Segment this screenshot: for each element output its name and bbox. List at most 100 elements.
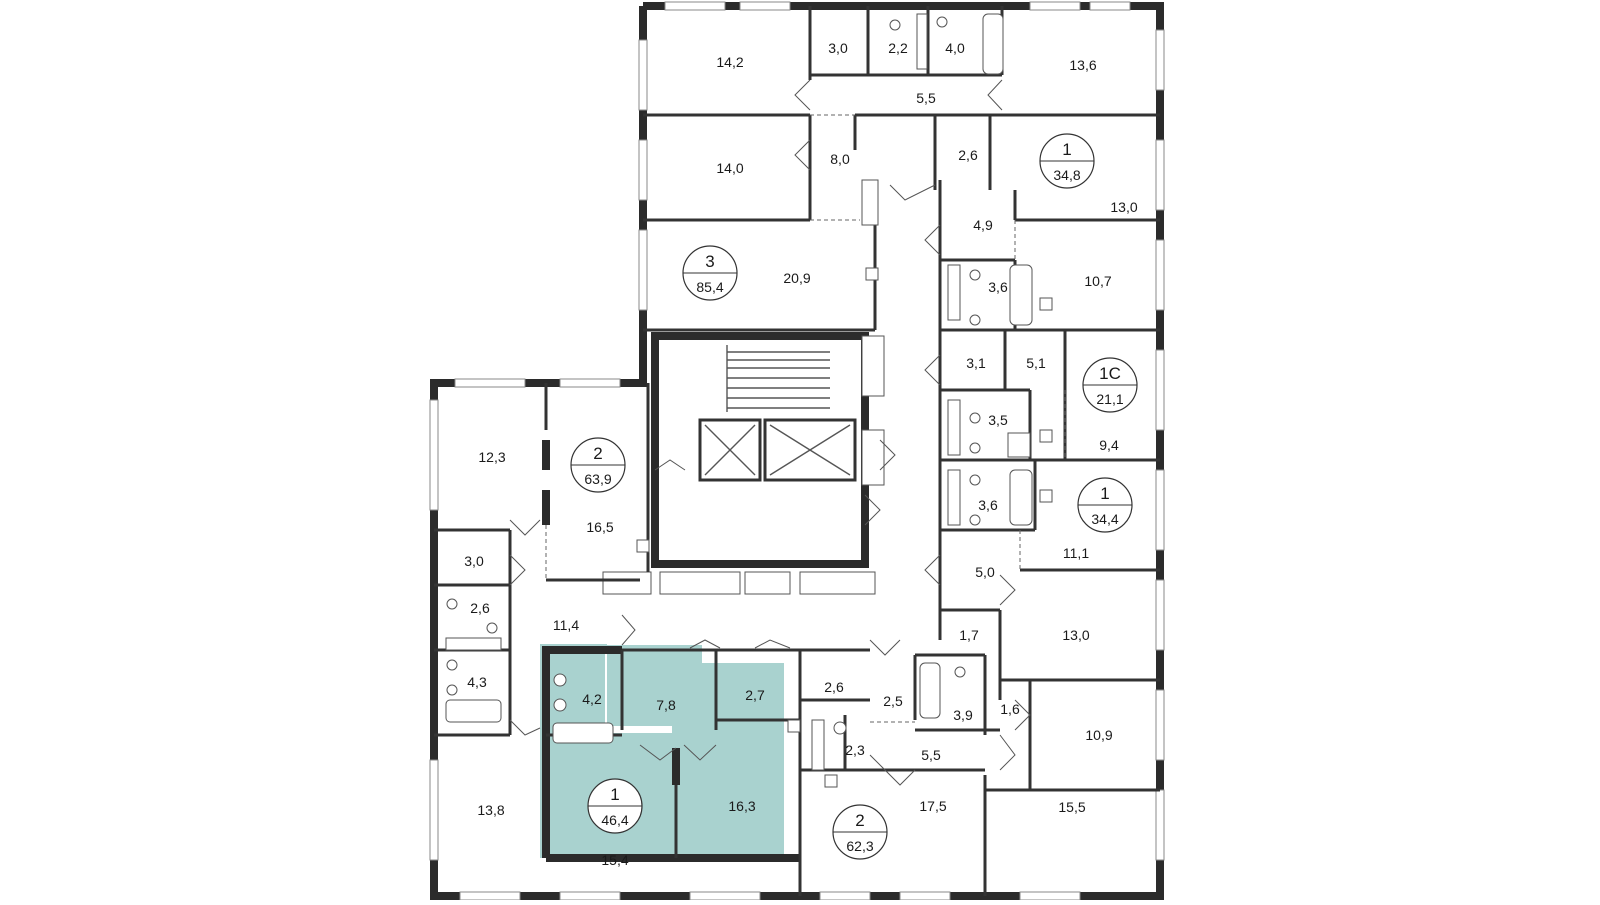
toilet xyxy=(954,666,966,678)
bathtub xyxy=(919,662,941,719)
room-area-label: 11,4 xyxy=(553,617,579,633)
door xyxy=(924,224,941,256)
door xyxy=(999,734,1016,771)
apartment-total-area: 46,4 xyxy=(601,812,628,828)
room-area-label: 5,1 xyxy=(1026,355,1046,371)
window xyxy=(819,891,871,901)
utility-shaft xyxy=(744,571,791,595)
sink xyxy=(787,719,801,733)
room-area-label: 12,3 xyxy=(478,449,505,465)
door xyxy=(999,574,1016,606)
window xyxy=(1155,689,1165,761)
door xyxy=(794,79,811,111)
window xyxy=(689,891,761,901)
room-area-label: 1,7 xyxy=(959,627,979,643)
utility-shaft xyxy=(861,179,879,226)
room-area-label: 8,0 xyxy=(830,151,850,167)
utility-shaft xyxy=(602,571,652,595)
window xyxy=(1155,239,1165,311)
toilet xyxy=(969,474,981,486)
toilet xyxy=(969,514,981,526)
shaft-cross xyxy=(769,424,851,476)
bathtub xyxy=(982,13,1004,75)
apartment-total-area: 34,4 xyxy=(1091,511,1118,527)
door xyxy=(1014,699,1031,731)
room-area-label: 2,6 xyxy=(470,600,490,616)
room-area-label: 13,0 xyxy=(1110,199,1137,215)
room-area-label: 5,5 xyxy=(916,90,936,106)
window xyxy=(1155,349,1165,431)
apartment-badge[interactable]: 2 62,3 xyxy=(832,804,888,860)
door xyxy=(621,614,636,646)
door xyxy=(509,519,541,536)
room-area-label: 2,5 xyxy=(883,693,903,709)
room-area-labels: 14,2 3,0 2,2 4,0 13,6 5,5 14,0 8,0 2,6 1… xyxy=(464,40,1138,868)
room-area-label: 2,6 xyxy=(824,679,844,695)
window xyxy=(899,891,951,901)
apartment-badge[interactable]: 1 34,8 xyxy=(1039,133,1095,189)
shower xyxy=(916,13,928,70)
shower xyxy=(811,719,825,771)
room-area-label: 15,5 xyxy=(1058,799,1085,815)
elevator-shaft xyxy=(698,418,762,482)
door xyxy=(683,744,717,761)
highlighted-apartment-fill[interactable] xyxy=(540,644,784,858)
sink xyxy=(636,539,650,553)
room-area-label: 4,3 xyxy=(467,674,487,690)
room-area-label: 16,3 xyxy=(728,798,755,814)
room-area-label: 14,2 xyxy=(716,54,743,70)
apt-fill-hall xyxy=(607,645,702,726)
room-area-label: 13,0 xyxy=(1062,627,1089,643)
room-area-label: 2,7 xyxy=(745,687,765,703)
room-area-label: 10,9 xyxy=(1085,727,1112,743)
window xyxy=(459,891,521,901)
apt-fill-bath xyxy=(540,644,607,733)
room-area-label: 11,1 xyxy=(1063,545,1089,561)
room-area-label: 3,9 xyxy=(953,707,973,723)
sink xyxy=(1039,297,1053,311)
apartment-badge[interactable]: 3 85,4 xyxy=(682,245,738,301)
room-area-label: 1,6 xyxy=(1000,701,1020,717)
door xyxy=(889,184,936,201)
bathtub xyxy=(552,722,614,744)
room-area-label: 3,6 xyxy=(988,279,1008,295)
shower xyxy=(947,469,961,526)
toilet xyxy=(969,314,981,326)
toilet xyxy=(969,412,981,424)
apt-wall xyxy=(542,646,622,858)
window xyxy=(1019,891,1081,901)
toilet xyxy=(833,721,847,735)
apartment-badges: 3 85,4 1 34,8 1С 21,1 1 34,4 2 63,9 xyxy=(570,133,1138,860)
toilet xyxy=(446,598,458,610)
window xyxy=(559,891,621,901)
window xyxy=(1029,1,1081,11)
room-area-label: 7,8 xyxy=(656,697,676,713)
window xyxy=(638,39,648,111)
shower-tray xyxy=(1007,432,1031,458)
room-area-label: 3,0 xyxy=(464,553,484,569)
apartment-total-area: 34,8 xyxy=(1053,167,1080,183)
door xyxy=(509,554,526,586)
apartment-room-count: 1 xyxy=(1062,140,1071,159)
apartment-room-count: 2 xyxy=(855,811,864,830)
apartment-badge[interactable]: 1 46,4 xyxy=(587,778,643,834)
room-area-label: 15,4 xyxy=(601,852,628,868)
sink xyxy=(824,774,838,788)
apartment-room-count: 3 xyxy=(705,252,714,271)
outer-walls xyxy=(430,2,1164,900)
apartment-badge[interactable]: 1 34,4 xyxy=(1077,477,1133,533)
window xyxy=(1155,29,1165,91)
apartment-badge[interactable]: 2 63,9 xyxy=(570,437,626,493)
bathtub xyxy=(445,637,502,651)
shaft-cross xyxy=(704,424,756,476)
room-area-label: 5,0 xyxy=(975,564,995,580)
door xyxy=(869,639,901,656)
utility-shaft xyxy=(799,571,876,595)
door xyxy=(654,459,686,471)
toilet xyxy=(446,659,458,671)
apartment-room-count: 2 xyxy=(593,444,602,463)
apartment-badge[interactable]: 1С 21,1 xyxy=(1082,357,1138,413)
room-area-label: 16,5 xyxy=(586,519,613,535)
room-area-label: 3,1 xyxy=(966,355,986,371)
